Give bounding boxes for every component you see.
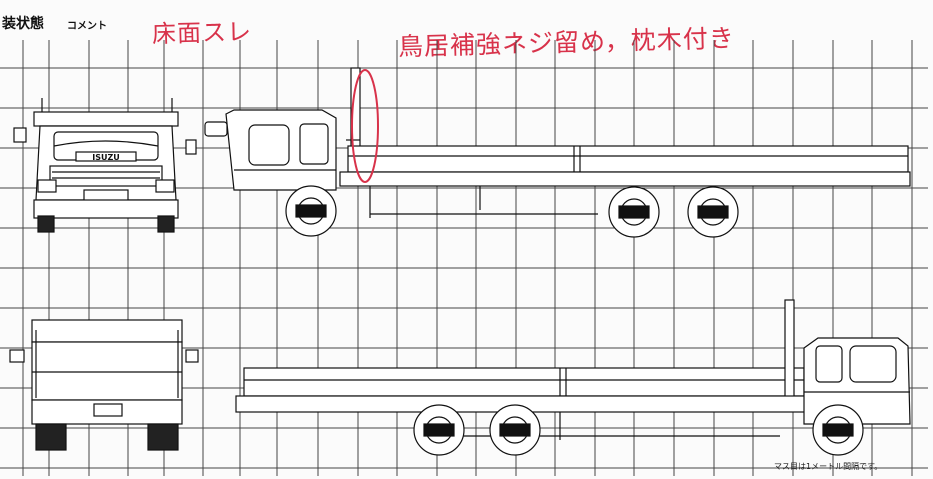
- truck-rear-view: [9, 319, 199, 451]
- grid-scale-note: マス目は1メートル間隔です。: [774, 462, 883, 471]
- section-label: 装状態: [2, 16, 44, 32]
- truck-right-side-view: [235, 299, 911, 456]
- brand-badge: ISUZU: [92, 153, 120, 162]
- circled-torii-annotation: [351, 69, 379, 183]
- truck-left-side-view: [204, 67, 911, 238]
- comment-label: コメント: [67, 21, 107, 32]
- truck-front-view: ISUZU: [13, 98, 197, 233]
